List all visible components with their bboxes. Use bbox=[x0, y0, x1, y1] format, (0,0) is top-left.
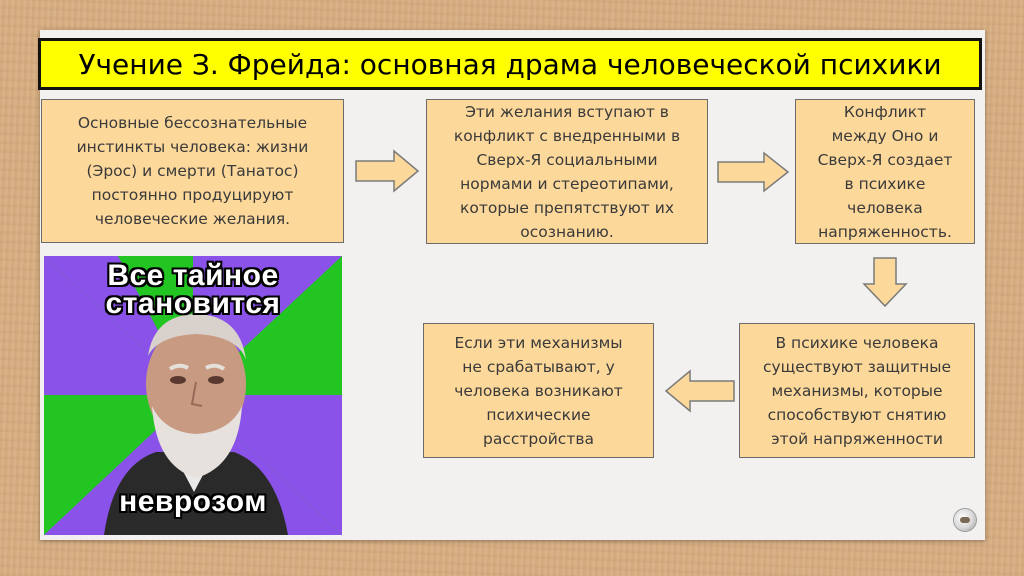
slide-title-text: Учение З. Фрейда: основная драма человеч… bbox=[78, 47, 942, 81]
freud-meme-image: Все тайное становится неврозом bbox=[44, 256, 342, 535]
box-line: человеческие желания. bbox=[94, 210, 291, 228]
box-line: осознанию. bbox=[520, 222, 614, 241]
box-line: Сверх-Я социальными bbox=[476, 150, 658, 169]
box-line: человека bbox=[847, 198, 923, 217]
arrow-right-icon bbox=[717, 151, 790, 193]
box-line: существуют защитные bbox=[762, 357, 952, 376]
meme-caption-bottom: неврозом bbox=[119, 485, 267, 518]
meme-caption-line: становится bbox=[105, 287, 281, 320]
slide-title: Учение З. Фрейда: основная драма человеч… bbox=[38, 38, 982, 90]
box-line: расстройства bbox=[483, 429, 594, 448]
slide-nav-button-icon[interactable] bbox=[954, 509, 976, 531]
box-tension: Конфликт между Оно и Сверх-Я создает в п… bbox=[795, 99, 975, 244]
meme-caption-top: Все тайное становится bbox=[44, 259, 342, 320]
box-line: нормами и стереотипами, bbox=[460, 174, 674, 193]
box-line: которые препятствуют их bbox=[459, 198, 674, 217]
box-line: этой напряженности bbox=[771, 429, 943, 448]
box-line: Конфликт bbox=[843, 102, 927, 121]
box-line: (Эрос) и смерти (Танатос) bbox=[86, 162, 299, 180]
box-line: В психике человека bbox=[775, 333, 939, 352]
box-line: между Оно и bbox=[831, 126, 939, 145]
freud-portrait bbox=[104, 314, 288, 535]
box-line: Если эти механизмы bbox=[454, 333, 623, 352]
box-line: в психике bbox=[844, 174, 926, 193]
box-line: Сверх-Я создает bbox=[817, 150, 953, 169]
box-line: инстинкты человека: жизни bbox=[76, 138, 309, 156]
box-line: психические bbox=[486, 405, 591, 424]
box-line: не срабатывают, у bbox=[462, 357, 615, 376]
box-line: человека возникают bbox=[454, 381, 623, 400]
box-instincts: Основные бессознательные инстинкты челов… bbox=[41, 99, 344, 243]
box-line: конфликт с внедренными в bbox=[453, 126, 681, 145]
box-line: механизмы, которые bbox=[771, 381, 943, 400]
arrow-left-icon bbox=[664, 369, 735, 413]
meme-caption-line: Все тайное bbox=[107, 259, 279, 292]
box-line: напряженность. bbox=[818, 222, 952, 241]
box-line: Основные бессознательные bbox=[77, 114, 308, 132]
meme-background bbox=[44, 256, 342, 535]
box-line: постоянно продуцируют bbox=[91, 186, 294, 204]
arrow-down-icon bbox=[862, 257, 908, 308]
box-conflict: Эти желания вступают в конфликт с внедре… bbox=[426, 99, 708, 244]
box-defense: В психике человека существуют защитные м… bbox=[739, 323, 975, 458]
arrow-right-icon bbox=[355, 149, 420, 193]
box-disorders: Если эти механизмы не срабатывают, у чел… bbox=[423, 323, 654, 458]
box-line: Эти желания вступают в bbox=[465, 102, 669, 121]
box-line: способствуют снятию bbox=[767, 405, 947, 424]
